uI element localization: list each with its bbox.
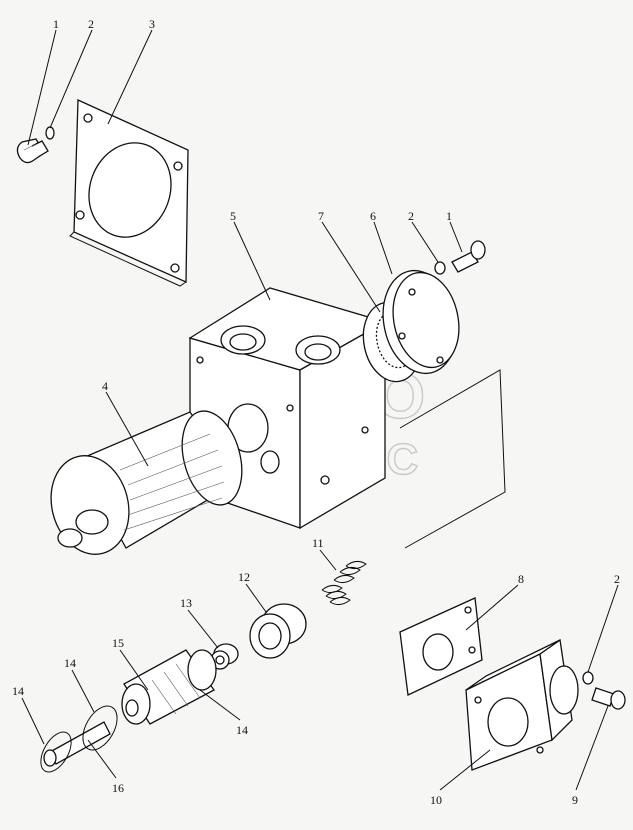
screw-part-1-right xyxy=(451,240,486,273)
callout-2: 2 xyxy=(408,209,414,223)
washer-part-2-bottom xyxy=(582,671,594,685)
stem-part-16 xyxy=(40,705,118,773)
bushing-part-12 xyxy=(249,603,307,659)
washer-part-2-right xyxy=(434,261,446,275)
gasket-part-8 xyxy=(399,597,483,696)
callout-16: 16 xyxy=(112,781,124,795)
filter-part-4 xyxy=(50,410,243,555)
callout-4: 4 xyxy=(102,379,108,393)
callout-11: 11 xyxy=(312,536,324,550)
callout-1: 1 xyxy=(53,17,59,31)
callout-14: 14 xyxy=(64,656,76,670)
callout-9: 9 xyxy=(572,793,578,807)
callout-6: 6 xyxy=(370,209,376,223)
callout-1: 1 xyxy=(446,209,452,223)
cover-disc-part-6 xyxy=(382,269,460,375)
gasket-plate-part-3 xyxy=(69,99,189,287)
callout-10: 10 xyxy=(430,793,442,807)
callout-14: 14 xyxy=(236,723,248,737)
screw-part-1-top xyxy=(16,138,49,164)
callout-15: 15 xyxy=(112,636,124,650)
callout-2: 2 xyxy=(88,17,94,31)
callout-7: 7 xyxy=(318,209,324,223)
callout-14: 14 xyxy=(12,684,24,698)
flange-part-10 xyxy=(465,638,579,771)
callout-3: 3 xyxy=(149,17,155,31)
side-plate-outline xyxy=(399,369,506,549)
callout-13: 13 xyxy=(180,596,192,610)
spring-part-11 xyxy=(321,560,367,606)
screw-part-9 xyxy=(591,687,626,710)
washer-part-2-top xyxy=(45,126,55,140)
leader-lines xyxy=(21,29,619,791)
callout-labels: 1 2 3 5 7 6 2 1 4 11 8 2 12 13 15 14 14 … xyxy=(12,17,620,807)
callout-12: 12 xyxy=(238,570,250,584)
spool-part-15 xyxy=(121,649,217,725)
callout-8: 8 xyxy=(518,572,524,586)
callout-2: 2 xyxy=(614,572,620,586)
callout-5: 5 xyxy=(230,209,236,223)
